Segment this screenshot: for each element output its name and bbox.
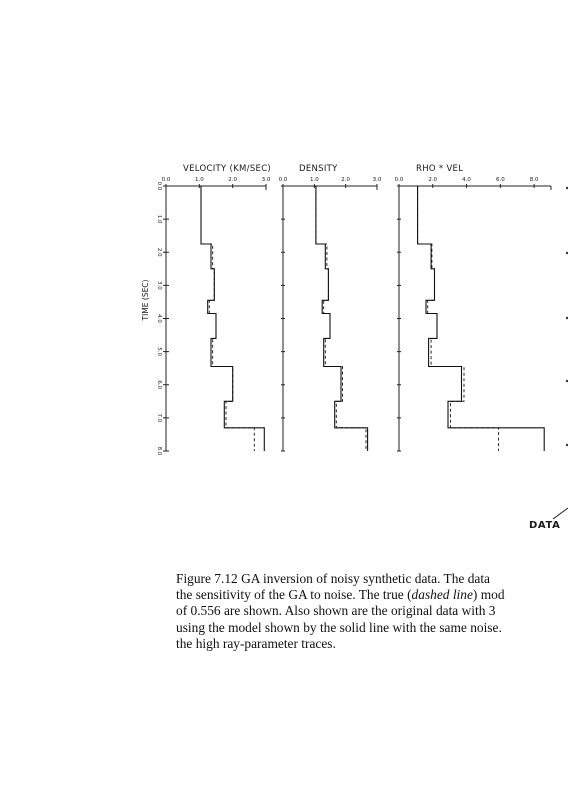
caption-text: ) mod <box>472 587 505 603</box>
rho-vel-panel-title: RHO * VEL <box>416 164 463 174</box>
caption-text: of 0.556 are shown. Also shown are the o… <box>176 603 496 619</box>
time-tick-label: 6.0 <box>156 380 162 389</box>
figure-7-12-plot: VELOCITY (KM/SEC) DENSITY RHO * VEL TIME… <box>141 164 568 531</box>
plot-panels: 0.0 1.0 2.0 3.0 0.0 1.0 2.0 3.0 4.0 5.0 6.0 7.0 8.0 0… <box>156 177 552 456</box>
caption-line: the high ray-parameter traces. <box>176 636 568 652</box>
density-tick-label: 3.0 <box>373 177 382 183</box>
rho-vel-tick-label: 6.0 <box>496 177 505 183</box>
rho-vel-dashed-model-line <box>417 186 500 451</box>
velocity-tick-label: 3.0 <box>262 177 271 183</box>
time-tick-label: 4.0 <box>156 314 162 323</box>
density-tick-label: 2.0 <box>341 177 350 183</box>
density-tick-label: 0.0 <box>279 177 288 183</box>
velocity-solid-model-line <box>200 186 265 451</box>
caption-line: using the model shown by the solid line … <box>176 620 568 636</box>
caption-line: Figure 7.12 GA inversion of noisy synthe… <box>176 571 568 587</box>
time-tick-label: 2.0 <box>156 248 162 257</box>
data-label: DATA <box>529 520 560 531</box>
time-tick-label: 0.0 <box>156 182 162 191</box>
y-axis-label: TIME (SEC) <box>141 279 150 321</box>
density-solid-model-line <box>315 186 369 451</box>
velocity-tick-label: 0.0 <box>162 177 171 183</box>
caption-text: the sensitivity of the GA to noise. The … <box>176 587 412 603</box>
time-tick-label: 1.0 <box>156 215 162 224</box>
density-tick-label: 1.0 <box>310 177 319 183</box>
rho-vel-tick-label: 8.0 <box>530 177 539 183</box>
density-panel-title: DENSITY <box>299 164 338 174</box>
velocity-dashed-model-line <box>200 186 255 451</box>
figure-caption: Figure 7.12 GA inversion of noisy synthe… <box>176 571 568 652</box>
time-tick-label: 8.0 <box>156 447 162 456</box>
rho-vel-tick-label: 2.0 <box>428 177 437 183</box>
density-dashed-model-line <box>315 186 367 451</box>
caption-line: the sensitivity of the GA to noise. The … <box>176 587 568 603</box>
rho-vel-tick-label: 0.0 <box>395 177 404 183</box>
velocity-tick-label: 2.0 <box>228 177 237 183</box>
time-tick-label: 5.0 <box>156 347 162 356</box>
rho-vel-tick-label: 4.0 <box>462 177 471 183</box>
caption-text: the high ray-parameter traces. <box>176 635 336 651</box>
time-tick-label: 7.0 <box>156 414 162 423</box>
time-tick-label: 3.0 <box>156 281 162 290</box>
velocity-panel-title: VELOCITY (KM/SEC) <box>183 164 271 174</box>
caption-text: using the model shown by the solid line … <box>176 619 502 635</box>
velocity-tick-label: 1.0 <box>195 177 204 183</box>
caption-text: Figure 7.12 GA inversion of noisy synthe… <box>176 571 491 586</box>
cropped-edge-marks <box>552 186 568 520</box>
caption-italic-text: dashed line <box>411 587 473 603</box>
data-pointer-line <box>552 507 568 520</box>
caption-line: of 0.556 are shown. Also shown are the o… <box>176 603 568 619</box>
